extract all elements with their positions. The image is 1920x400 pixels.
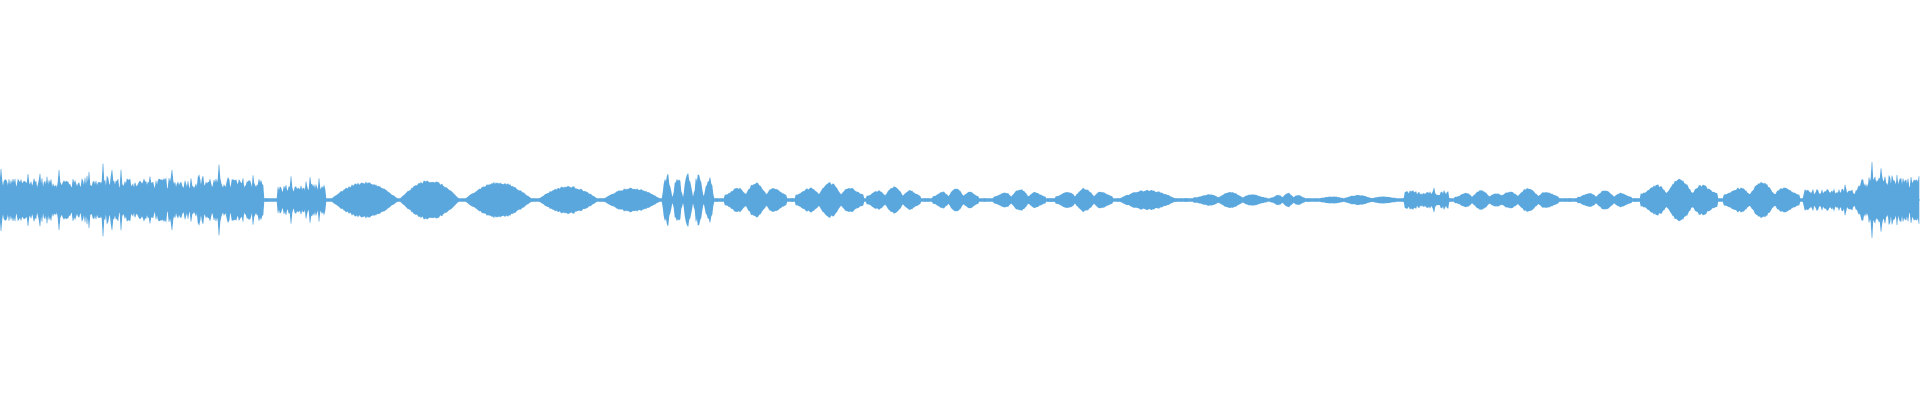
waveform-path	[0, 161, 1920, 239]
